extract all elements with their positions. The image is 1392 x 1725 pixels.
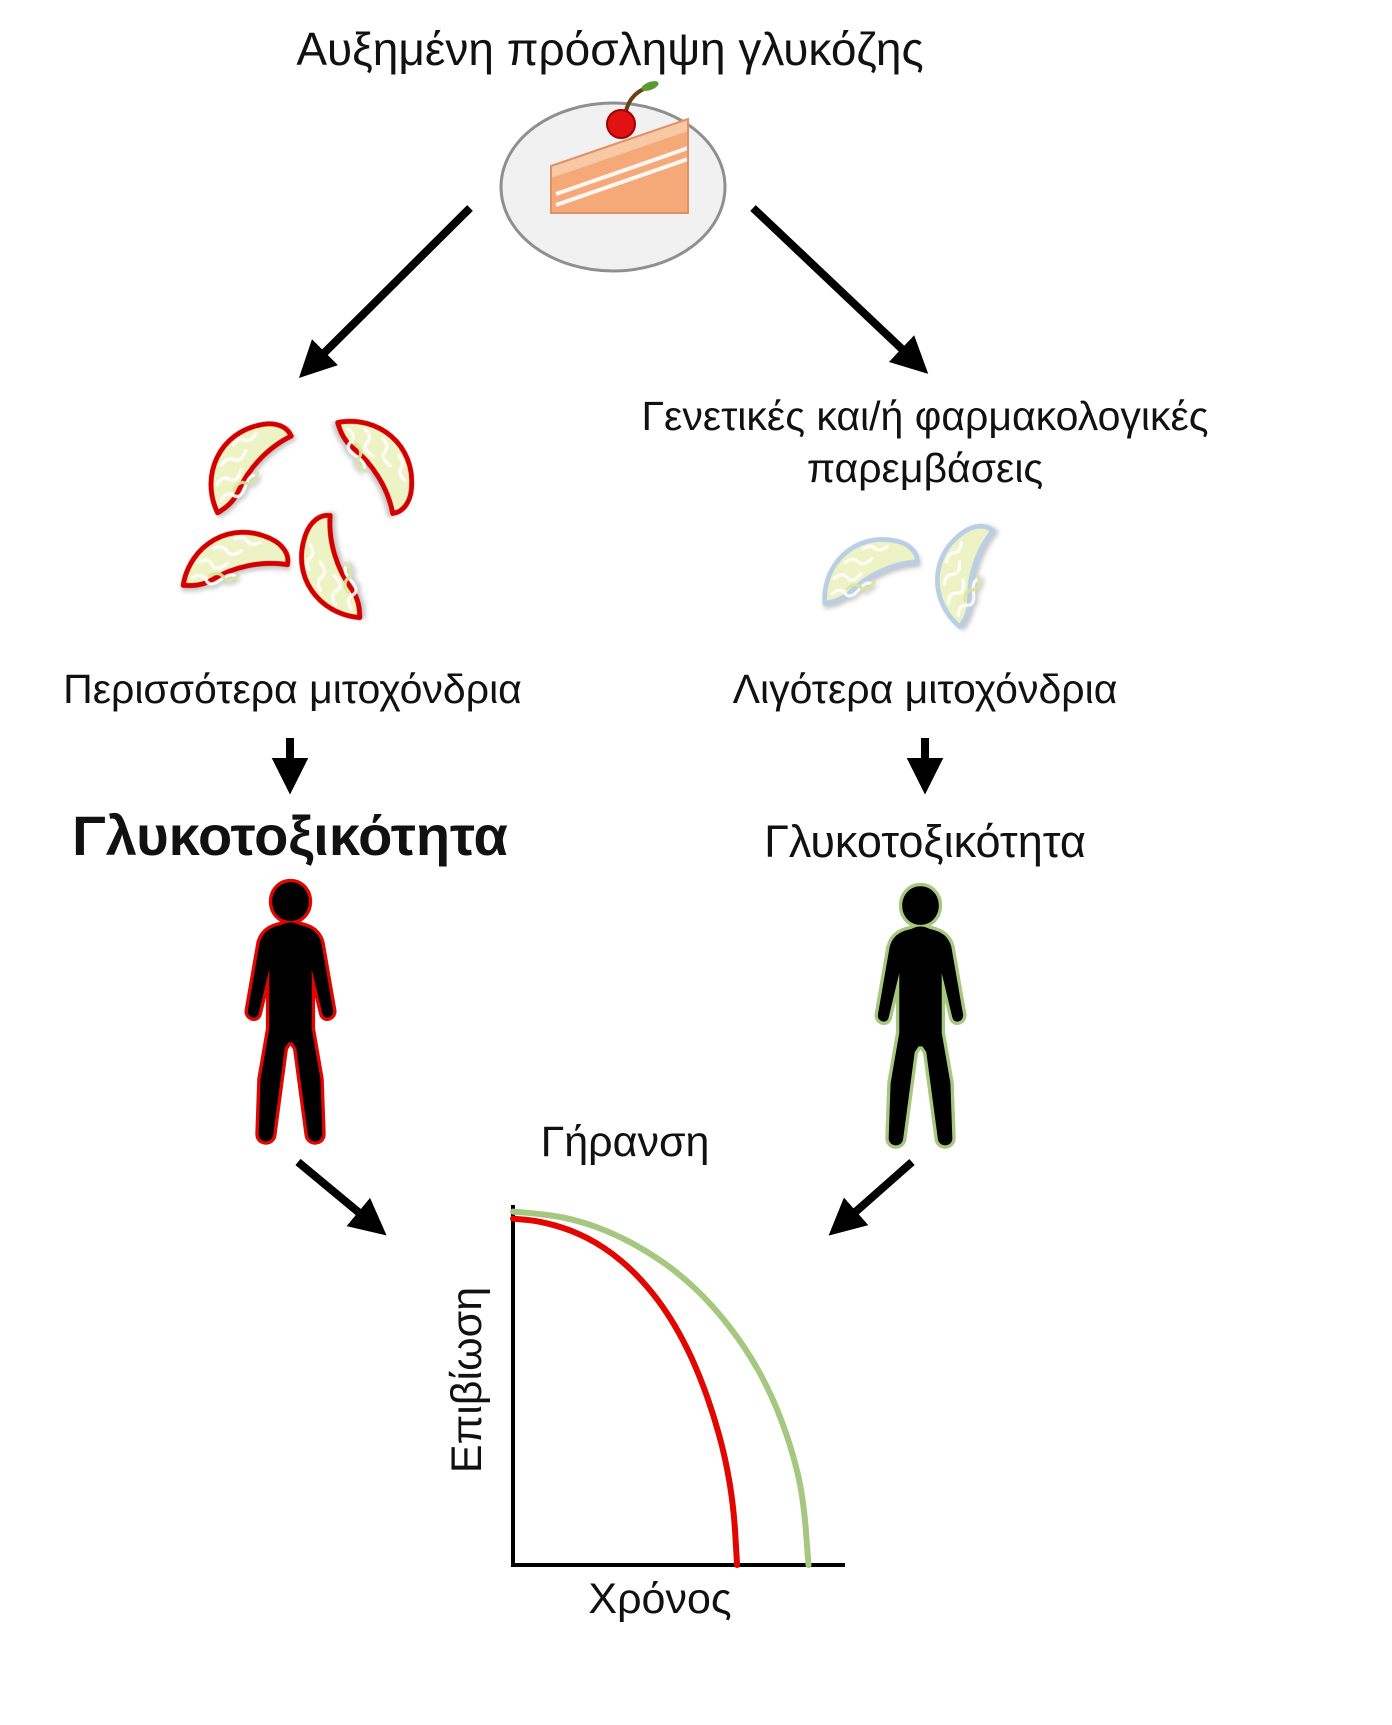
glucotoxicity-left-label: Γλυκοτοξικότητα	[72, 804, 508, 867]
title: Αυξημένη πρόσληψη γλυκόζης	[296, 23, 924, 75]
cherry	[606, 109, 636, 139]
survival-chart	[510, 1205, 845, 1568]
intervention-label: Γενετικές και/ή φαρμακολογικές παρεμβάσε…	[585, 390, 1265, 495]
chart-curves	[510, 1208, 812, 1568]
mitochondrion-icon	[181, 512, 294, 621]
mitochondria-cluster-left	[181, 420, 417, 622]
intervention-line1: Γενετικές και/ή φαρμακολογικές	[641, 393, 1209, 439]
more-mitochondria-label: Περισσότερα μιτοχόνδρια	[63, 666, 522, 712]
y-axis-label: Επιβίωση	[443, 1286, 491, 1474]
arrow-right-human-to-chart	[828, 1159, 915, 1236]
glucotoxicity-right-label: Γλυκοτοξικότητα	[764, 816, 1086, 867]
mitochondrion-icon	[284, 510, 389, 620]
mitochondria-cluster-right	[822, 518, 1027, 628]
chart-title: Γήρανση	[540, 1118, 710, 1166]
x-axis-label: Χρόνος	[588, 1575, 732, 1623]
survival-green-curve	[510, 1208, 812, 1568]
intervention-line2: παρεμβάσεις	[806, 445, 1044, 492]
human-figure-red-icon	[248, 882, 333, 1141]
cake-icing	[551, 119, 688, 178]
arrow-icon	[271, 205, 944, 1236]
human-figure-green-icon	[878, 886, 963, 1145]
cake-outline	[550, 117, 689, 214]
mitochondrion-icon	[915, 518, 1027, 628]
mitochondrion-icon	[330, 420, 417, 515]
cake-slice-icon	[499, 81, 727, 273]
arrow-to-left-branch	[298, 205, 473, 379]
fewer-mitochondria-label: Λιγότερα μιτοχόνδρια	[732, 666, 1118, 712]
arrow-left-human-to-chart	[295, 1158, 387, 1236]
cake-layers	[555, 146, 689, 207]
survival-red-curve	[510, 1215, 741, 1568]
mitochondrion-icon	[201, 420, 302, 513]
mitochondrion-icon	[822, 529, 920, 620]
cherry-leaf	[641, 81, 659, 91]
chart-axes	[511, 1205, 845, 1567]
arrow-to-right-branch	[750, 205, 929, 374]
